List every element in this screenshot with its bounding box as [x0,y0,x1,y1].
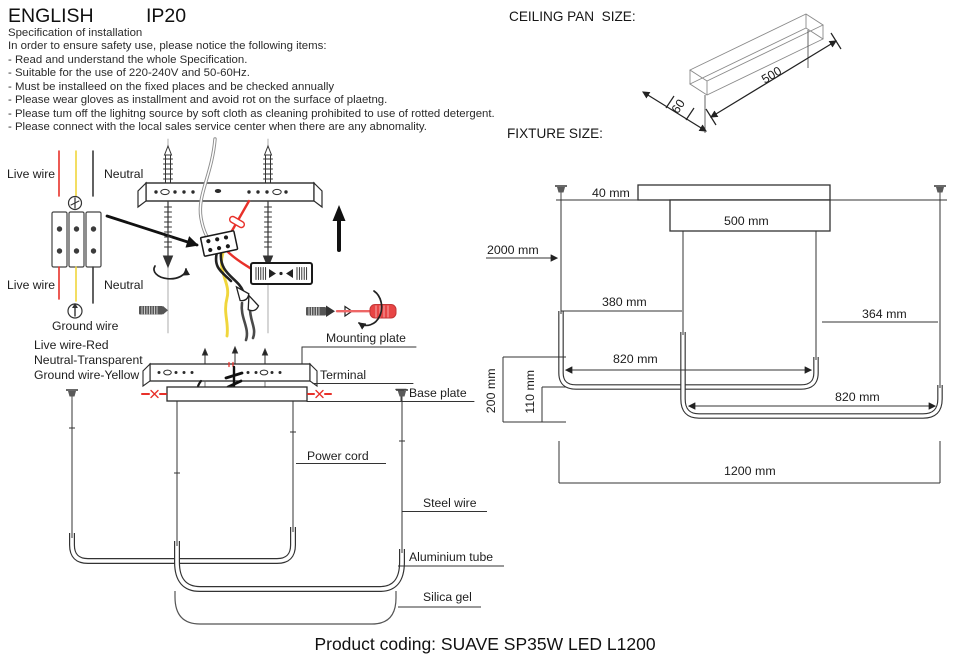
fixture-side-view [65,389,504,625]
live-wire-bottom-label: Live wire [7,278,56,292]
screw-icon [262,201,274,269]
bolt-icon [139,306,168,315]
terminal-label: Terminal [320,368,367,382]
neutral-bottom-label: Neutral [104,278,144,292]
screw-head-top-icon [67,195,83,211]
ip-rating: IP20 [146,5,187,27]
spec-line: - Please connect with the local sales se… [8,121,427,134]
neutral-top-label: Neutral [104,167,144,181]
silica-gel-sleeve [174,591,397,625]
base-plate-label: Base plate [409,386,467,400]
fixture-size-title: FIXTURE SIZE: [507,126,603,141]
legend-ground: Ground wire-Yellow [34,368,140,382]
bolt-icon [306,305,335,317]
dim-2000mm: 2000 mm [487,243,539,257]
spec-text-block: Specification of installation In order t… [8,27,495,135]
wire-nut-icon [235,285,250,302]
dim-364mm: 364 mm [862,307,907,321]
screw-head-bottom-icon [67,303,83,319]
mounting-plate-drawing [137,181,323,209]
black-wire [214,250,233,283]
aluminium-tube-label: Aluminium tube [409,550,493,564]
dim-40mm: 40 mm [592,186,630,200]
terminal-block-drawing [199,230,239,257]
dim-820mm-lower: 820 mm [835,390,880,404]
dim-110mm: 110 mm [523,369,538,414]
legend-neutral: Neutral-Transparent [34,353,143,367]
driver-box-drawing [250,262,313,285]
steel-wire-label: Steel wire [423,496,477,510]
installation-step1-drawing [137,137,397,342]
spec-line: - Read and understand the whole Specific… [8,53,248,66]
mounting-plate-label: Mounting plate [326,331,406,345]
product-coding: Product coding: SUAVE SP35W LED L1200 [314,634,656,654]
dim-820mm-upper: 820 mm [613,352,658,366]
screwdriver-icon [335,290,397,330]
dim-200mm: 200 mm [484,368,499,414]
legend-live: Live wire-Red [34,338,109,352]
dim-1200mm: 1200 mm [724,464,776,478]
wiring-legend-diagram [51,150,199,319]
ceiling-pan-size-title: CEILING PAN SIZE: [509,9,636,24]
black-wire [219,251,245,293]
side-screw-red [307,389,332,399]
spec-line: - Please wear gloves as installment and … [8,94,388,107]
spec-line: - Suitable for the use of 220-240V and 5… [8,67,250,80]
wire-crimp-icon [228,215,246,229]
fixture-dimension-drawing [486,184,947,484]
language-title: ENGLISH [8,5,94,27]
wire-nut-icon [247,293,260,312]
ceiling-pan-3d-drawing [642,13,842,133]
dim-500mm: 500 mm [724,214,769,228]
live-wire-top-label: Live wire [7,167,56,181]
wall-anchor-icon [163,144,173,185]
up-arrow-icon [332,205,346,252]
spec-line: - Must be installeed on the fixed places… [8,80,335,93]
base-plate-drawing [166,386,308,402]
wall-anchor-icon [263,144,273,185]
spec-line: Specification of installation [8,27,143,39]
screw-icon [162,201,174,269]
silica-gel-label: Silica gel [423,590,472,604]
pointer-arrow [105,214,199,248]
side-screw-red [141,389,167,399]
ground-wire-label: Ground wire [52,319,119,333]
ground-wire [220,251,230,338]
spec-line: - Please tum off the lighitng source by … [8,107,495,120]
spec-line: In order to ensure safety use, please no… [8,40,327,53]
power-cord-label: Power cord [307,449,369,463]
dim-380mm: 380 mm [602,295,647,309]
rotate-arrow-icon [153,265,191,280]
